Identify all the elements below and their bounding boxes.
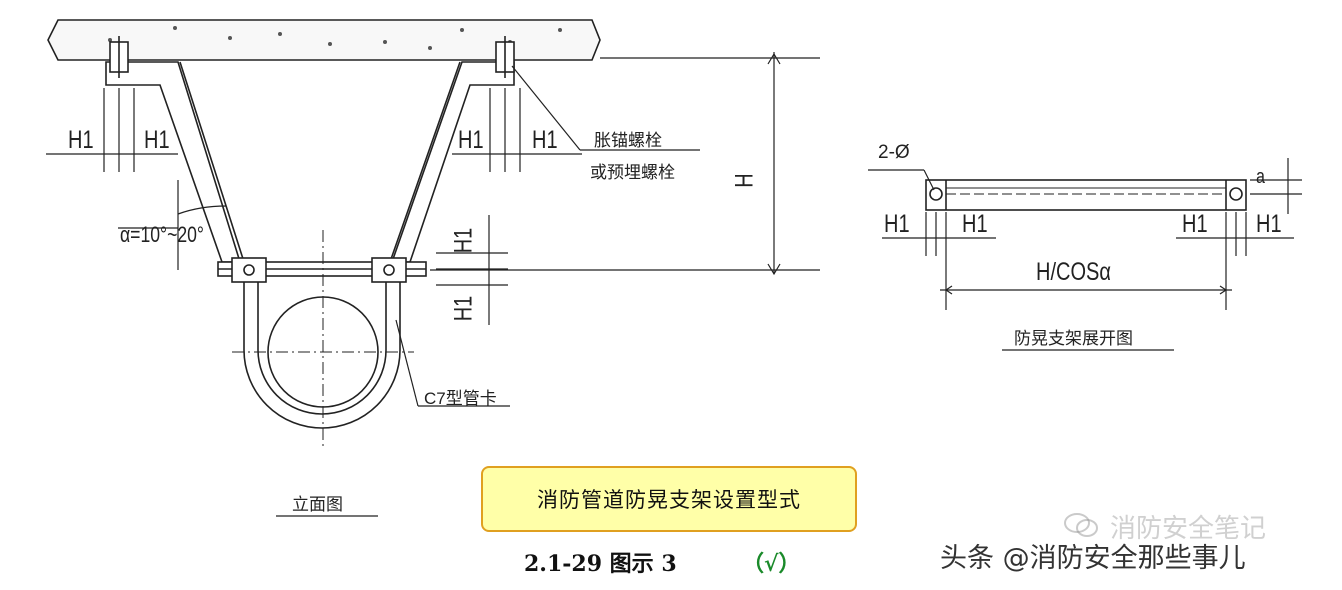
h1-label-unf-2: H1 [962, 210, 988, 238]
cross-bar [217, 257, 427, 283]
toutiao-watermark: 头条 @消防安全那些事儿 [940, 543, 1246, 574]
right-brace [389, 36, 515, 263]
h1-label-unf-1: H1 [884, 210, 910, 238]
a-label: a [1256, 166, 1265, 188]
h1-label-right-b: H1 [532, 126, 558, 154]
pipe-clamp [232, 230, 414, 448]
h1-label-left-b: H1 [144, 126, 170, 154]
wechat-watermark: 消防安全笔记 [1110, 514, 1267, 544]
unfolded-bar [868, 169, 1247, 211]
anchor-bolt-label: 胀锚螺栓 [594, 131, 662, 151]
h1-dims-left [46, 88, 582, 172]
angle-dimension [118, 180, 227, 270]
title-text: 消防管道防晃支架设置型式 [537, 488, 801, 512]
wechat-icon [1064, 513, 1098, 537]
check-mark: （√） [742, 551, 801, 577]
unfolded-title: 防晃支架展开图 [1014, 329, 1133, 349]
h1-label-vert-top: H1 [449, 227, 478, 254]
length-label: H/COSα [1036, 258, 1111, 286]
holes-label: 2-Ø [878, 142, 910, 163]
h1-label-left-a: H1 [68, 126, 94, 154]
h1-label-unf-3: H1 [1182, 210, 1208, 238]
h1-label-right-a: H1 [458, 126, 484, 154]
concrete-slab [47, 19, 601, 61]
h1-label-vert-bottom: H1 [449, 295, 478, 322]
anchor-leader [511, 65, 700, 151]
elevation-title: 立面图 [292, 495, 343, 515]
embedded-bolt-label: 或预埋螺栓 [590, 163, 675, 183]
h-dimension [430, 52, 820, 276]
clamp-label: C7型管卡 [424, 389, 497, 408]
left-brace [105, 36, 245, 263]
unfolded-dims [882, 158, 1302, 351]
h1-label-unf-4: H1 [1256, 210, 1282, 238]
angle-label: α=10°~20° [120, 222, 204, 247]
title-box: 消防管道防晃支架设置型式 [481, 466, 857, 532]
h1-dims-vertical [436, 215, 508, 325]
height-label: H [730, 173, 759, 188]
figure-caption: 2.1-29 图示 3 [524, 551, 677, 577]
clamp-leader [395, 319, 510, 407]
